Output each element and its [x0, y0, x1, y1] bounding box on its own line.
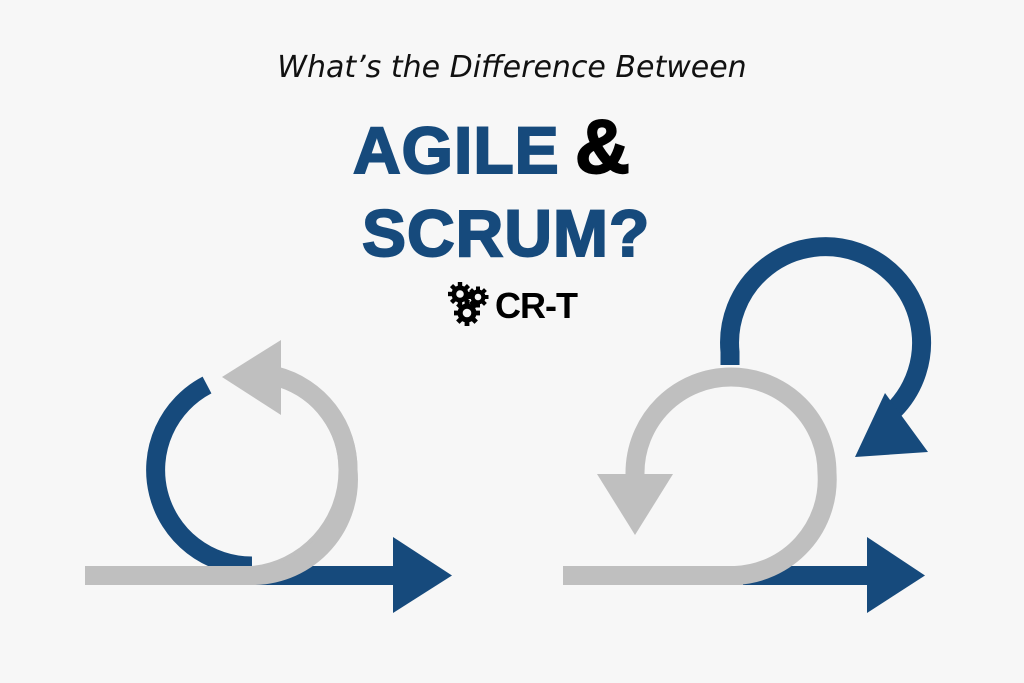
scrum-loop-diagram [563, 237, 932, 613]
agile-loop-diagram [85, 340, 452, 613]
title-agile: AGILE [352, 112, 560, 188]
logo-text: CR-T [495, 285, 578, 326]
subtitle: What’s the Difference Between [277, 50, 747, 85]
scrum-entry-bar [563, 566, 743, 585]
agile-exit-arrowhead [393, 537, 452, 613]
scrum-gray-arc [625, 367, 837, 585]
scrum-loop-arrowhead [597, 474, 673, 535]
title-ampersand: & [574, 104, 631, 191]
title-scrum: SCRUM? [361, 195, 651, 271]
agile-loop-arrowhead [222, 340, 281, 415]
crt-logo: CR-T [447, 281, 578, 332]
scrum-sprint-arc [720, 237, 932, 417]
scrum-sprint-arrowhead [855, 393, 928, 457]
agile-entry-bar [85, 566, 255, 585]
agile-blue-arc [146, 376, 253, 576]
gears-icon [447, 281, 493, 332]
scrum-exit-arrowhead [867, 537, 925, 613]
